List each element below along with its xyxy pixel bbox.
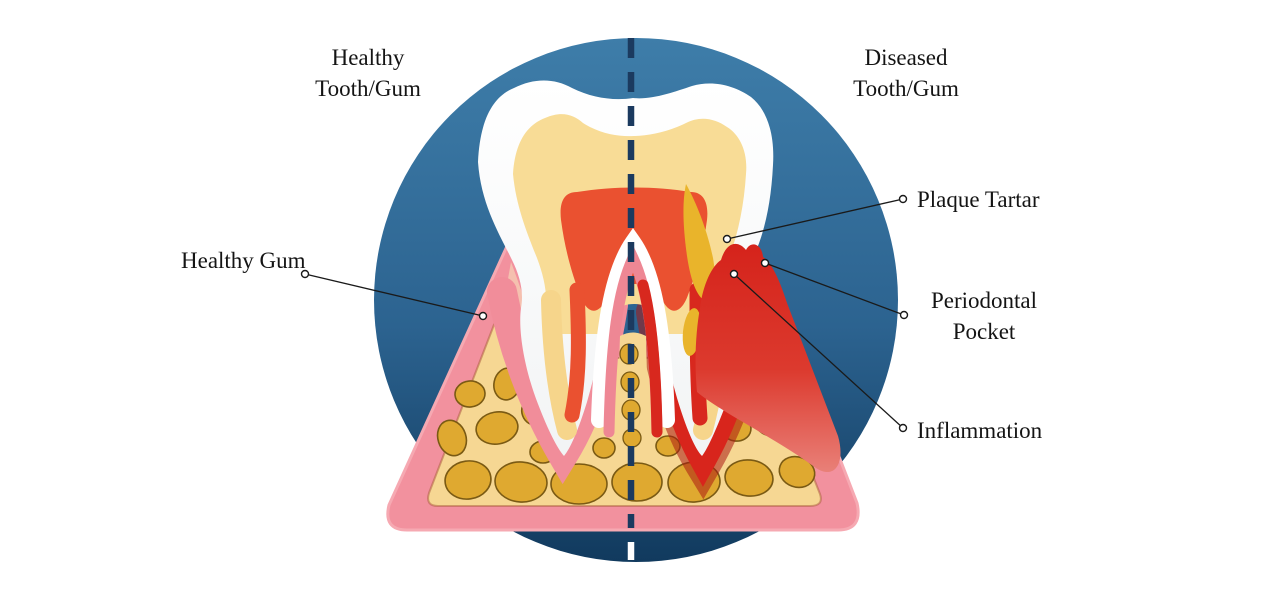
label-periodontal-pocket: Periodontal Pocket [904,285,1064,347]
leader-periodontal-pocket [764,262,905,316]
title-healthy-line2: Tooth/Gum [315,76,421,101]
root-canal-left [564,282,586,423]
nerve-red-right-leg [637,279,663,438]
leader-healthy-gum [304,273,484,317]
title-diseased-line2: Tooth/Gum [853,76,959,101]
title-healthy-side: Healthy Tooth/Gum [288,42,448,104]
label-healthy-gum: Healthy Gum [181,248,306,273]
label-periodontal-pocket-line2: Pocket [952,319,1016,344]
plaque-tartar-deposit [683,184,716,302]
title-diseased-side: Diseased Tooth/Gum [826,42,986,104]
label-periodontal-pocket-line1: Periodontal [930,288,1038,313]
leader-lines [304,198,905,429]
title-diseased-line1: Diseased [864,45,948,70]
title-healthy-line1: Healthy [331,45,405,70]
leader-inflammation [733,273,904,429]
root-dentin-left [541,290,577,440]
leader-plaque-tartar [726,198,904,240]
label-inflammation: Inflammation [917,418,1043,443]
leader-endpoints [300,194,909,433]
label-plaque-tartar: Plaque Tartar [917,187,1040,212]
inflamed-gum [695,243,841,473]
